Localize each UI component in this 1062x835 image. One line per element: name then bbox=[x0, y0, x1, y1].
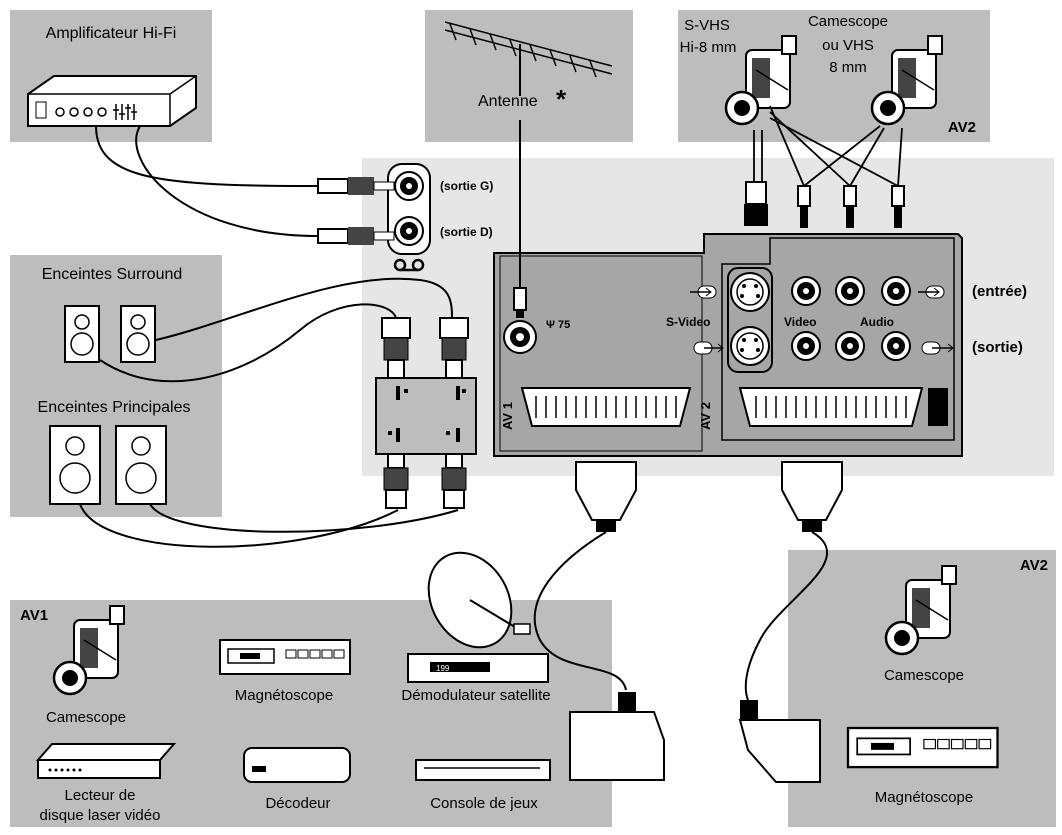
rca-plug bbox=[317, 227, 395, 245]
camescope-top-label: Camescope bbox=[808, 13, 888, 30]
antenna-socket-label: Ψ 75 bbox=[546, 319, 570, 331]
av1-demodulateur-label: Démodulateur satellite bbox=[401, 687, 550, 704]
audio-l-in-jack bbox=[835, 276, 865, 306]
video-in-jack bbox=[791, 276, 821, 306]
satellite-dish-icon bbox=[427, 551, 531, 649]
av1-console-label: Console de jeux bbox=[430, 795, 538, 812]
audio-r-in-jack bbox=[881, 276, 911, 306]
speaker-plug bbox=[381, 317, 411, 379]
svhs-label-1: S-VHS bbox=[684, 17, 730, 34]
antenna-socket bbox=[503, 320, 537, 354]
svideo-in-jack bbox=[730, 272, 770, 312]
audio-r-out-jack bbox=[881, 331, 911, 361]
amplifier-device bbox=[27, 75, 197, 127]
speaker-plug bbox=[439, 317, 469, 379]
vcr-icon bbox=[846, 726, 999, 769]
sortie-d-label: (sortie D) bbox=[440, 225, 493, 239]
speaker-plug bbox=[383, 453, 409, 509]
av1-lecteur-label-1: Lecteur de bbox=[65, 787, 136, 804]
rca-plug bbox=[317, 177, 395, 195]
output-arrow-icon bbox=[921, 341, 954, 355]
speaker-icon bbox=[115, 425, 167, 505]
audio-label: Audio bbox=[860, 315, 894, 329]
amplifier-title: Amplificateur Hi-Fi bbox=[46, 25, 177, 42]
svideo-label: S-Video bbox=[666, 315, 710, 329]
sortie-g-label: (sortie G) bbox=[440, 179, 493, 193]
av2-camescope-label: Camescope bbox=[884, 667, 964, 684]
rca-plug bbox=[797, 185, 811, 228]
antenna-asterisk: * bbox=[556, 84, 567, 114]
av2-top-tag: AV2 bbox=[948, 119, 976, 136]
sortie-d-jack bbox=[394, 216, 424, 246]
game-console-icon bbox=[415, 759, 551, 781]
rca-plug bbox=[891, 185, 905, 228]
vhs-label-2: 8 mm bbox=[829, 59, 867, 76]
svideo-plug bbox=[744, 181, 768, 226]
speaker-icon bbox=[120, 305, 156, 363]
av1-board-label: AV 1 bbox=[500, 402, 515, 430]
av2-board-outline bbox=[721, 237, 955, 441]
principal-title: Enceintes Principales bbox=[38, 399, 191, 416]
av1-magnetoscope-label: Magnétoscope bbox=[235, 687, 333, 704]
speaker-terminal-box bbox=[375, 377, 477, 455]
tape-icon bbox=[393, 258, 425, 272]
av2-scart-socket bbox=[738, 387, 924, 427]
antenna-icon bbox=[444, 21, 613, 96]
input-arrow-icon bbox=[918, 285, 945, 299]
av2-board-label: AV 2 bbox=[698, 402, 713, 430]
audio-l-out-jack bbox=[835, 331, 865, 361]
speaker-icon bbox=[64, 305, 100, 363]
decoder-icon bbox=[243, 747, 351, 783]
av1-tag: AV1 bbox=[20, 607, 48, 624]
av1-scart-socket bbox=[520, 387, 692, 427]
svhs-label-2: Hi-8 mm bbox=[680, 39, 737, 56]
receiver-display: 199 bbox=[436, 664, 450, 673]
sortie-label: (sortie) bbox=[972, 339, 1023, 356]
vcr-icon bbox=[219, 639, 351, 675]
input-arrow-icon bbox=[690, 285, 717, 299]
svideo-out-jack bbox=[730, 326, 770, 366]
antenna-panel bbox=[425, 10, 633, 142]
output-arrow-icon bbox=[693, 341, 724, 355]
av2-magnetoscope-label: Magnétoscope bbox=[875, 789, 973, 806]
speaker-icon bbox=[49, 425, 101, 505]
video-label: Video bbox=[784, 315, 816, 329]
laserdisc-player-icon bbox=[35, 743, 177, 779]
entree-label: (entrée) bbox=[972, 283, 1027, 300]
av2-tag: AV2 bbox=[1020, 557, 1048, 574]
scart-plug bbox=[575, 461, 637, 533]
scart-plug bbox=[569, 692, 665, 781]
scart-plug bbox=[738, 700, 821, 783]
antenna-label: Antenne bbox=[478, 93, 538, 110]
antenna-plug bbox=[513, 287, 527, 311]
video-out-jack bbox=[791, 331, 821, 361]
av1-lecteur-label-2: disque laser vidéo bbox=[40, 807, 161, 824]
av1-decodeur-label: Décodeur bbox=[265, 795, 330, 812]
sortie-g-jack bbox=[394, 171, 424, 201]
av2-scart-latch bbox=[928, 388, 948, 426]
satellite-receiver-icon: 199 bbox=[407, 653, 549, 683]
av1-camescope-label: Camescope bbox=[46, 709, 126, 726]
speaker-plug bbox=[441, 453, 467, 509]
surround-title: Enceintes Surround bbox=[42, 266, 183, 283]
vhs-label-1: ou VHS bbox=[822, 37, 874, 54]
scart-plug bbox=[781, 461, 843, 533]
rca-plug bbox=[843, 185, 857, 228]
